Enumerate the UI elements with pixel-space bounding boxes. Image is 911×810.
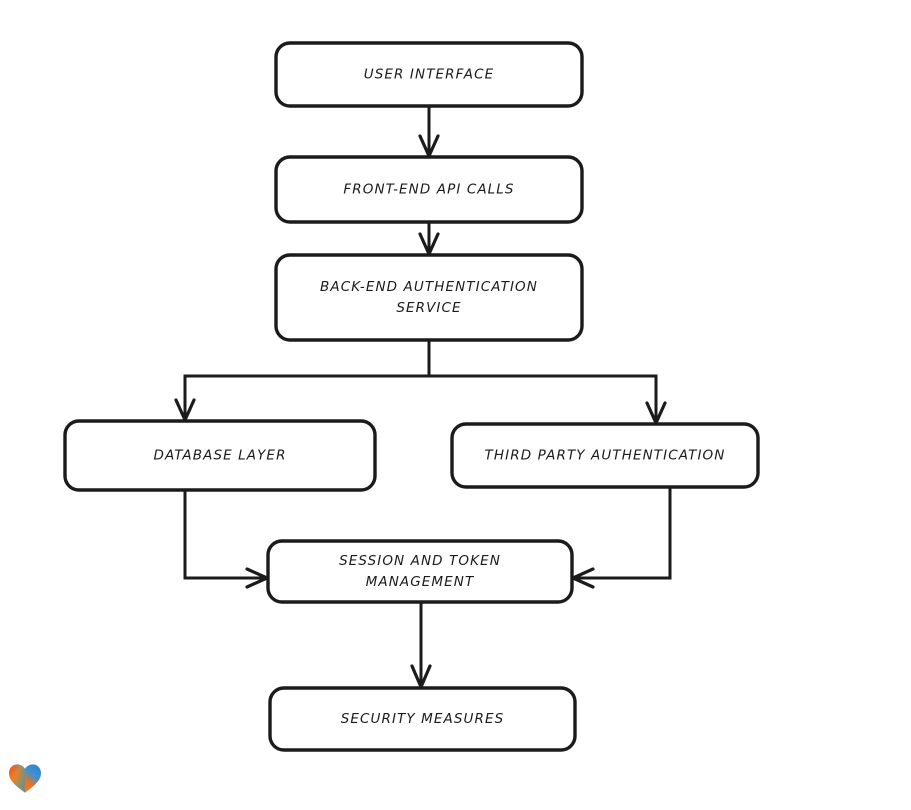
node-box[interactable] [268, 686, 577, 752]
edge-backend-to-third-party [427, 340, 667, 425]
node-third-party-authentication[interactable]: THIRD PARTY AUTHENTICATION [450, 422, 760, 489]
node-label: MANAGEMENT [366, 574, 475, 590]
node-front-end-api-calls[interactable]: FRONT-END API CALLS [274, 155, 584, 224]
edge-api-to-backend [418, 222, 440, 256]
edge-database-to-session [183, 490, 269, 589]
nodes-layer: USER INTERFACE FRONT-END API CALLS BACK-EN… [63, 41, 760, 752]
node-label: USER INTERFACE [364, 67, 494, 83]
heart-shape-overlay [9, 764, 25, 793]
node-back-end-authentication-service[interactable]: BACK-END AUTHENTICATION SERVICE [274, 253, 584, 342]
edge-session-to-security [410, 602, 432, 689]
node-label: SECURITY MEASURES [341, 711, 505, 727]
node-user-interface[interactable]: USER INTERFACE [274, 41, 584, 108]
node-label: SERVICE [396, 300, 461, 316]
node-box[interactable] [274, 155, 584, 224]
edge-line [427, 340, 658, 422]
node-box[interactable] [274, 253, 584, 342]
node-box[interactable] [450, 422, 760, 489]
node-label: SESSION AND TOKEN [339, 553, 501, 569]
node-box[interactable] [274, 41, 584, 108]
node-box[interactable] [266, 539, 574, 604]
node-security-measures[interactable]: SECURITY MEASURES [268, 686, 577, 752]
node-box[interactable] [63, 419, 377, 492]
node-session-and-token-management[interactable]: SESSION AND TOKEN MANAGEMENT [266, 539, 574, 604]
edge-backend-to-database [174, 340, 431, 422]
node-label: BACK-END AUTHENTICATION [320, 279, 538, 295]
node-label: FRONT-END API CALLS [343, 182, 514, 198]
edge-ui-to-api [418, 106, 440, 158]
edge-line [183, 490, 266, 580]
node-database-layer[interactable]: DATABASE LAYER [63, 419, 377, 492]
node-label: THIRD PARTY AUTHENTICATION [485, 448, 726, 464]
edge-line [574, 487, 672, 580]
edge-line [183, 340, 431, 419]
edge-third-party-to-session [571, 487, 672, 589]
node-label: DATABASE LAYER [153, 448, 286, 464]
heart-logo-icon [9, 764, 41, 793]
